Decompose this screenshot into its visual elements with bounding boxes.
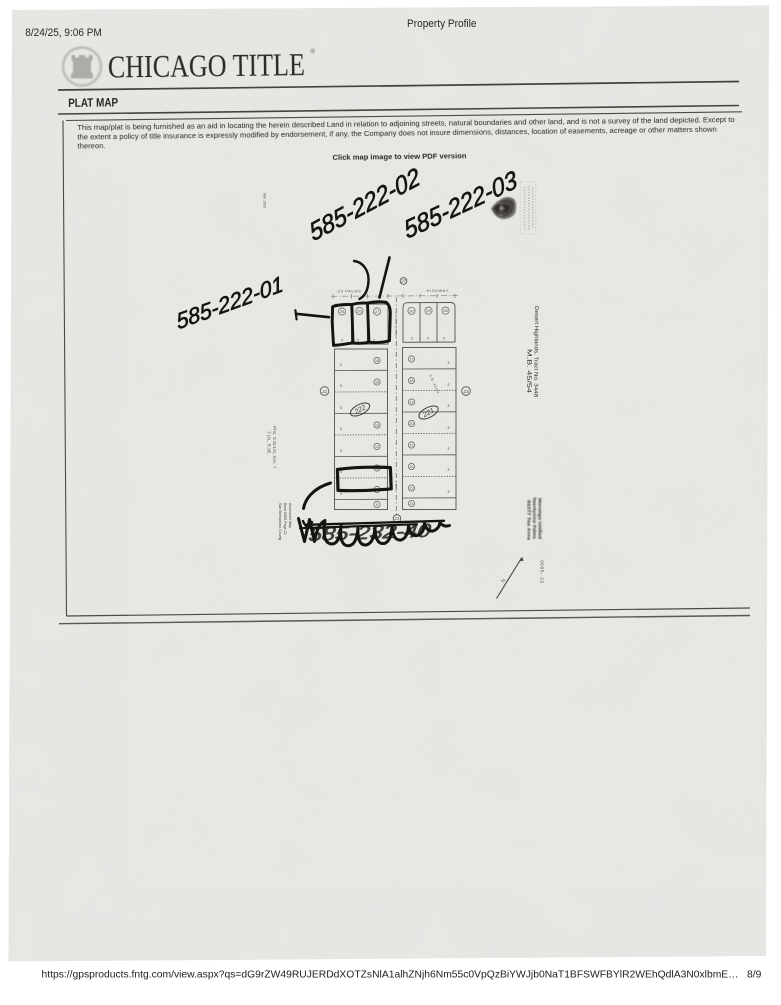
svg-text:5: 5 (443, 337, 445, 341)
svg-text:0585- 22: 0585- 22 (539, 560, 545, 584)
svg-text:HIGHWAY: HIGHWAY (427, 289, 450, 293)
svg-text:CHAMBERLAIN: CHAMBERLAIN (394, 313, 398, 339)
svg-text:25: 25 (340, 309, 345, 314)
svg-text:16: 16 (375, 359, 379, 363)
svg-text:24: 24 (410, 502, 414, 506)
svg-text:13: 13 (375, 424, 379, 428)
svg-text:Twentynine Palms: Twentynine Palms (532, 497, 537, 540)
svg-text:5: 5 (340, 427, 342, 431)
svg-text:8/24/25, 9:06 PM: 8/24/25, 9:06 PM (25, 27, 102, 39)
svg-text:5: 5 (373, 338, 375, 342)
svg-text:5: 5 (448, 490, 450, 494)
svg-text:T.1N., R.9E.: T.1N., R.9E. (267, 431, 272, 455)
svg-text:8/9: 8/9 (747, 970, 762, 981)
svg-text:30: 30 (409, 308, 414, 313)
svg-text:23: 23 (410, 487, 414, 491)
svg-text:ROAD: ROAD (394, 481, 398, 492)
svg-text:5: 5 (340, 470, 342, 474)
svg-text:N: N (500, 577, 507, 584)
svg-text:19: 19 (410, 401, 414, 405)
svg-text:9: 9 (376, 503, 378, 507)
svg-text:5: 5 (448, 447, 450, 451)
svg-text:18: 18 (410, 379, 414, 383)
svg-text:27: 27 (400, 279, 407, 284)
svg-text:Assessor's Map: Assessor's Map (288, 503, 292, 528)
svg-text:5: 5 (411, 337, 413, 341)
svg-text:PLAT MAP: PLAT MAP (68, 95, 118, 110)
svg-text:Click map image to view PDF ve: Click map image to view PDF version (332, 151, 466, 162)
svg-text:5: 5 (357, 338, 359, 342)
svg-text:San Bernardino County: San Bernardino County (278, 503, 282, 541)
svg-text:23: 23 (462, 389, 469, 394)
svg-text:https://gpsproducts.fntg.com/v: https://gpsproducts.fntg.com/view.aspx?q… (42, 970, 739, 981)
svg-text:REC: REC (500, 207, 506, 211)
svg-text:585-232-40: 585-232-40 (307, 521, 432, 546)
svg-text:5: 5 (340, 492, 342, 496)
svg-text:CHICAGO TITLE: CHICAGO TITLE (108, 46, 305, 84)
svg-text:5: 5 (448, 361, 450, 365)
svg-text:5: 5 (340, 363, 342, 367)
svg-text:5: 5 (448, 468, 450, 472)
svg-text:thereon.: thereon. (78, 141, 106, 150)
svg-text:CAL: CAL (497, 201, 503, 205)
svg-text:5: 5 (340, 384, 342, 388)
svg-text:21: 21 (393, 516, 400, 521)
svg-text:5: 5 (448, 404, 450, 408)
svg-text:21: 21 (410, 444, 414, 448)
svg-text:28: 28 (443, 308, 448, 313)
svg-text:5: 5 (448, 383, 450, 387)
svg-text:26: 26 (357, 309, 362, 314)
svg-text:20: 20 (410, 422, 414, 426)
svg-text:Book 0585 Page 22: Book 0585 Page 22 (283, 503, 287, 535)
svg-text:Desert Highlands, Tract No. 34: Desert Highlands, Tract No. 3448 (532, 306, 539, 397)
svg-text:Property Profile: Property Profile (407, 18, 477, 30)
svg-text:15: 15 (375, 381, 379, 385)
svg-text:17: 17 (410, 358, 414, 362)
svg-text:22: 22 (410, 465, 414, 469)
svg-text:FEE: FEE (498, 213, 503, 217)
svg-text:5: 5 (341, 338, 343, 342)
svg-text:21: 21 (321, 389, 328, 394)
svg-text:5: 5 (427, 337, 429, 341)
svg-text:Mar 2000: Mar 2000 (263, 193, 267, 208)
svg-text:®: ® (311, 49, 316, 56)
svg-text:Pho. S.W.1/4, Sec. 7: Pho. S.W.1/4, Sec. 7 (272, 426, 277, 469)
svg-text:92277 Tax Area: 92277 Tax Area (527, 500, 532, 541)
svg-text:5: 5 (448, 426, 450, 430)
svg-text:5: 5 (340, 449, 342, 453)
svg-text:M.B. 45/54: M.B. 45/54 (525, 349, 532, 394)
svg-text:-29 PALMS: -29 PALMS (336, 290, 361, 294)
svg-text:29: 29 (426, 308, 431, 313)
svg-text:Morongo Unified: Morongo Unified (538, 498, 543, 539)
svg-text:12: 12 (375, 445, 379, 449)
svg-text:27: 27 (375, 309, 380, 314)
svg-text:5: 5 (340, 406, 342, 410)
